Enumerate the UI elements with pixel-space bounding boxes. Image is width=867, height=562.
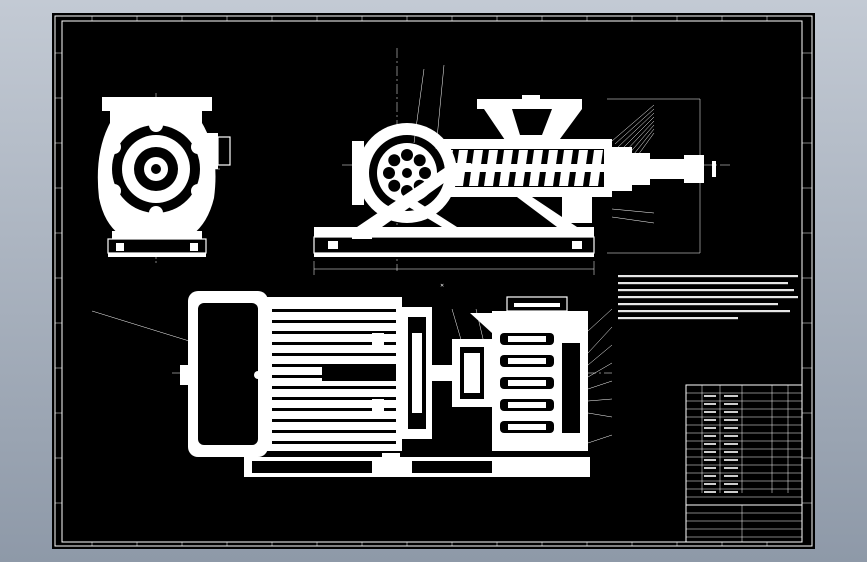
plan-marker: ✕ — [440, 283, 444, 289]
end-view — [97, 93, 231, 263]
outer-border — [54, 15, 813, 547]
plan-view: ✕ — [91, 283, 613, 477]
border-ticks — [55, 16, 812, 546]
front-view — [313, 48, 732, 275]
cad-drawing: ✕ — [54, 15, 813, 547]
technical-notes — [618, 275, 798, 320]
inner-border — [61, 20, 803, 543]
title-block — [685, 384, 803, 543]
drawing-sheet: ✕ — [52, 13, 815, 549]
